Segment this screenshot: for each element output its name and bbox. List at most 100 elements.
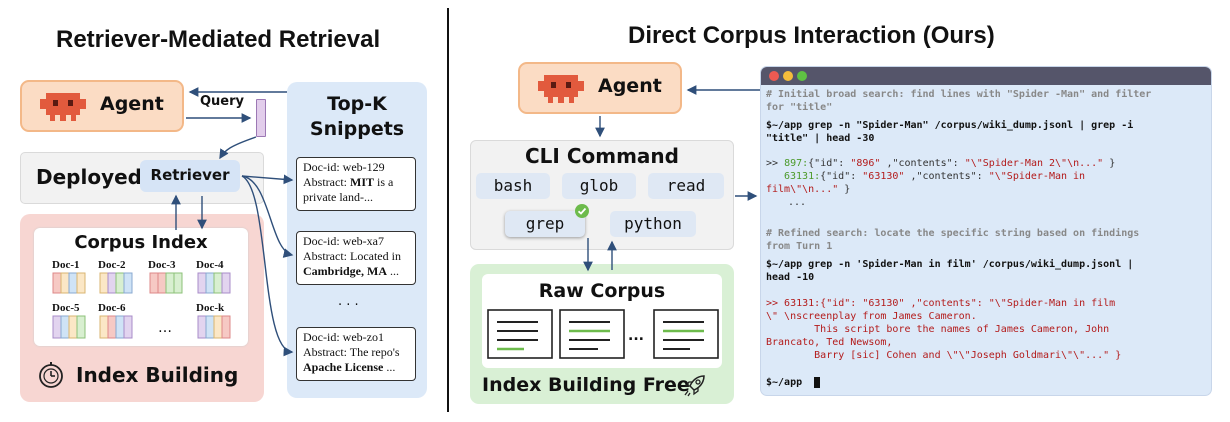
snippet-dots: . . . [338,294,359,309]
terminal-titlebar [761,67,1211,85]
term-cmd-1a: $~/app grep -n "Spider-Man" /corpus/wiki… [766,120,1134,131]
snippet-3-id: Doc-id: web-zo1 [303,330,384,344]
cmd-glob: glob [562,173,636,199]
term-result-1-prefix: >> [766,158,785,169]
snippet-3: Doc-id: web-zo1 Abstract: The repo's Apa… [296,327,416,381]
query-label: Query [200,94,245,109]
left-arrows [171,87,294,357]
terminal-minimize-dot[interactable] [783,71,793,81]
term-result-1-id: "896" [850,158,881,169]
doc-vector-1 [52,272,86,294]
raw-documents [487,309,719,359]
raw-doc-1 [487,309,553,359]
raw-corpus-title: Raw Corpus [538,280,666,302]
term-result-1-idkey: {"id": [808,158,851,169]
cmd-read: read [648,173,724,199]
doc-vector-k [197,315,231,339]
docs-ellipsis: … [158,320,172,336]
term-result-1-end: } [1103,158,1116,169]
snippet-3-suffix: ... [383,360,396,374]
term-comment-2a: # Refined search: locate the specific st… [766,228,1140,239]
arrow-retriever-to-snippet-3 [241,175,294,357]
term-result-2b: film\"\n..." } [766,183,850,196]
right-title: Direct Corpus Interaction (Ours) [628,22,995,49]
left-agent-label: Agent [100,93,164,115]
arrow-retriever-to-snippet-1 [241,174,294,185]
query-vector [256,99,266,137]
left-title: Retriever-Mediated Retrieval [56,26,381,53]
term-cmd-2a: $~/app grep -n 'Spider-Man in film' /cor… [766,259,1134,270]
term-result-1: >> 897:{"id": "896" ,"contents": "\"Spid… [766,157,1115,170]
term-prompt: $~/app [766,377,809,388]
robot-icon [40,93,86,121]
doc-vector-6 [99,315,133,339]
doc-label-6: Doc-6 [98,302,126,314]
term-comment-1b: for "title" [766,102,833,113]
retriever-label: Retriever [150,166,230,184]
term-cmd-2b: head -10 [766,272,815,283]
topk-title-line1: Top-K [327,93,387,115]
term-comment-2b: from Turn 1 [766,241,833,252]
stopwatch-icon [39,362,63,388]
snippet-1-id: Doc-id: web-129 [303,160,385,174]
snippet-1-abstract: Abstract: MIT is a [303,175,409,190]
raw-doc-3 [653,309,719,359]
index-free-label: Index Building Free [482,374,690,396]
doc-label-2: Doc-2 [98,259,126,271]
term-cmd-1b: "title" | head -30 [766,133,875,144]
term-result-2-contentskey: ,"contents": [904,171,989,182]
topk-title-line2: Snippets [309,118,405,140]
cmd-grep: grep [505,211,585,237]
doc-label-4: Doc-4 [196,259,224,271]
term-comment-1a: # Initial broad search: find lines with … [766,89,1152,100]
corpus-dots: ... [628,328,644,344]
term-result-2-id: "63130" [862,171,905,182]
term-result-1-value: "\"Spider-Man 2\"\n..." [964,158,1104,169]
cmd-python: python [610,211,696,237]
terminal-maximize-dot[interactable] [797,71,807,81]
term-dots: ... [788,197,807,208]
term-result-3b: \" \nscreenplay from James Cameron. [766,311,977,322]
doc-label-3: Doc-3 [148,259,176,271]
topk-title: Top-K Snippets [287,92,427,142]
term-result-2: 63131:{"id": "63130" ,"contents": "\"Spi… [784,170,1085,183]
terminal-close-dot[interactable] [769,71,779,81]
term-result-2-value: "\"Spider-Man in [988,171,1086,182]
raw-doc-2 [559,309,625,359]
retriever-box [140,160,240,192]
doc-vector-5 [52,315,86,339]
doc-vector-3 [149,272,183,294]
term-cursor[interactable] [814,377,820,388]
index-building-label: Index Building [76,363,239,387]
doc-label-5: Doc-5 [52,302,80,314]
doc-vector-4 [197,272,231,294]
cmd-bash: bash [476,173,550,199]
term-result-2-end: } [838,184,851,195]
arrow-retriever-to-snippet-2 [241,175,294,258]
term-result-1-contentskey: ,"contents": [880,158,965,169]
deployed-label: Deployed [36,165,142,189]
doc-label-1: Doc-1 [52,259,80,271]
snippet-3-abstract: Abstract: The repo's [303,345,400,359]
doc-label-k: Doc-k [196,302,225,314]
corpus-index-title: Corpus Index [74,232,208,253]
terminal-window [760,66,1212,396]
snippet-2-line2: Cambridge, MA ... [303,264,409,279]
term-result-3a: >> 63131:{"id": "63130" ,"contents": "\"… [766,298,1116,309]
snippet-1-highlight: MIT [350,175,374,189]
snippet-2-suffix: ... [387,264,399,278]
doc-vector-2 [99,272,133,294]
term-result-2-idkey: {"id": [820,171,863,182]
snippet-3-highlight: Apache License [303,360,384,374]
snippet-1-abstract-suffix: is a [374,175,394,189]
snippet-1-line2: private land-... [303,190,373,204]
rocket-icon [684,375,705,397]
term-result-2-line: 63131: [784,171,821,182]
right-agent-label: Agent [598,75,662,97]
snippet-2-highlight: Cambridge, MA [303,264,387,278]
snippet-1-abstract-prefix: Abstract: [303,175,350,189]
panel-divider [447,8,449,412]
doc-vectors [52,272,231,339]
term-result-1-line: 897: [784,158,809,169]
